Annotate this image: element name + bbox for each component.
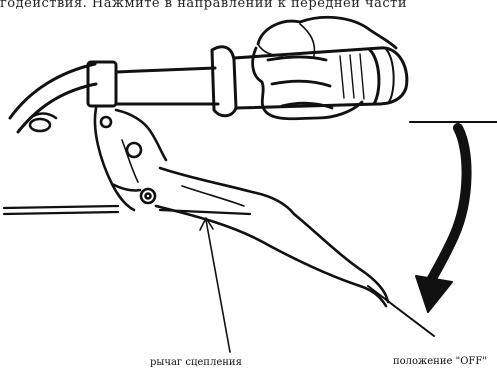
direction-arrow [416, 128, 467, 312]
lever-leader [200, 218, 230, 352]
clutch-lever-bracket [95, 108, 166, 210]
handlebar-tube [88, 62, 218, 106]
clutch-lever-label: рычаг сцепления [150, 357, 242, 368]
off-position-label: положение "OFF" [393, 356, 487, 367]
clutch-lever [156, 168, 388, 306]
clutch-cable [4, 206, 250, 214]
mirror-stem [10, 64, 96, 132]
